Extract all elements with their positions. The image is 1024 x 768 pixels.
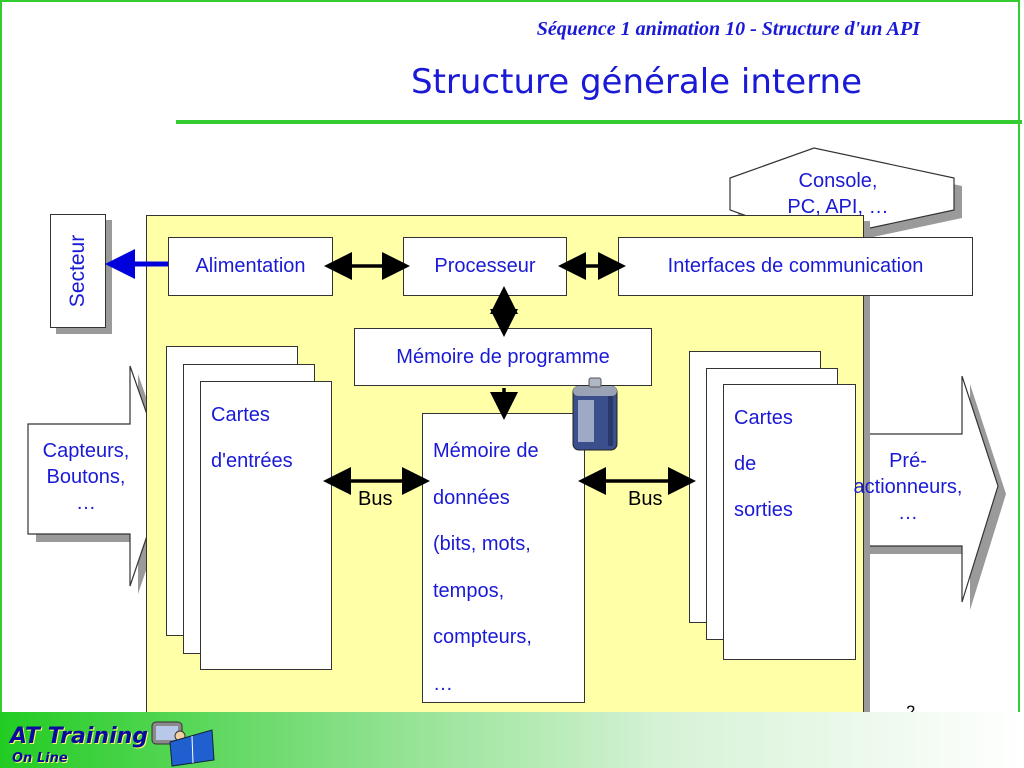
- secteur-box: Secteur: [50, 214, 106, 328]
- memoire-programme-label: Mémoire de programme: [396, 345, 610, 368]
- output-card-line: de: [734, 453, 757, 475]
- memoire-donnees-line: tempos,: [433, 579, 505, 602]
- output-card-text: Cartes de sorties: [734, 395, 793, 533]
- output-card-line: sorties: [734, 499, 793, 521]
- input-arrow-line: Capteurs,: [42, 440, 130, 462]
- input-arrow-text: Capteurs, Boutons, …: [24, 438, 148, 516]
- memoire-donnees-line: compteurs,: [433, 626, 532, 648]
- console-line: Console,: [798, 170, 878, 192]
- input-arrow-line: Boutons,: [46, 466, 126, 488]
- bus-left-label: Bus: [358, 488, 393, 510]
- console-line: PC, API, …: [787, 196, 889, 218]
- interfaces-box: Interfaces de communication: [618, 237, 973, 296]
- alimentation-box: Alimentation: [168, 237, 333, 296]
- page-number: 2: [906, 702, 915, 722]
- output-arrow-line: Pré-: [889, 450, 927, 472]
- memoire-donnees-line: Mémoire de: [433, 440, 539, 462]
- output-card-line: Cartes: [734, 407, 793, 429]
- processeur-label: Processeur: [434, 255, 536, 277]
- input-card-line: d'entrées: [211, 450, 293, 472]
- slide-title: Structure générale interne: [410, 62, 862, 102]
- battery-icon: [572, 377, 618, 451]
- alimentation-label: Alimentation: [195, 255, 306, 277]
- input-card-text: Cartes d'entrées: [211, 392, 293, 484]
- input-card-line: Cartes: [211, 404, 270, 426]
- memoire-donnees-line: …: [433, 672, 453, 695]
- bus-right-label: Bus: [628, 488, 663, 510]
- memoire-programme-box: Mémoire de programme: [354, 328, 652, 386]
- output-card-front: Cartes de sorties: [723, 384, 856, 660]
- input-card-front: Cartes d'entrées: [200, 381, 332, 670]
- slide-subtitle: Séquence 1 animation 10 - Structure d'un…: [536, 18, 920, 40]
- memoire-donnees-box: Mémoire de données (bits, mots, tempos, …: [422, 413, 585, 703]
- memoire-donnees-line: données: [433, 486, 510, 509]
- logo-text: AT Training: [10, 724, 149, 749]
- title-underline: [176, 120, 1022, 124]
- processeur-box: Processeur: [403, 237, 567, 296]
- logo-subtext: On Line: [12, 751, 68, 766]
- interfaces-label: Interfaces de communication: [667, 255, 924, 277]
- memoire-donnees-line: (bits, mots,: [433, 533, 531, 555]
- output-arrow-text: Pré- actionneurs, …: [834, 448, 982, 526]
- output-arrow-line: …: [898, 502, 918, 524]
- output-arrow-line: actionneurs,: [853, 476, 963, 498]
- console-text: Console, PC, API, …: [760, 168, 916, 220]
- reader-mascot-icon: [151, 721, 215, 767]
- input-arrow-line: …: [76, 492, 96, 514]
